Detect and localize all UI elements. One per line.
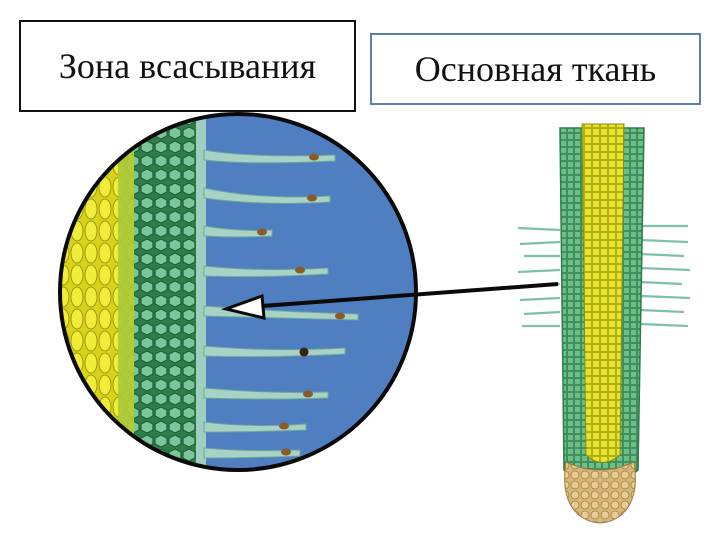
root-stele	[581, 123, 625, 463]
cortex-tissue	[134, 114, 200, 470]
magnified-view	[58, 112, 418, 472]
pointer-arrow	[220, 282, 559, 320]
root-cap	[564, 461, 636, 524]
absorption-zone-text: Зона всасывания	[58, 46, 317, 86]
root-hairs	[203, 149, 359, 459]
ground-tissue-text: Основная ткань	[414, 49, 657, 89]
magnifier-ring	[58, 112, 418, 472]
epidermis	[196, 114, 206, 470]
absorption-zone-label: Зона всасывания	[19, 20, 356, 112]
root-section	[517, 123, 691, 524]
hair-nuclei	[257, 153, 345, 456]
ground-tissue-label: Основная ткань	[370, 33, 701, 105]
root-hairs-small	[517, 224, 691, 328]
